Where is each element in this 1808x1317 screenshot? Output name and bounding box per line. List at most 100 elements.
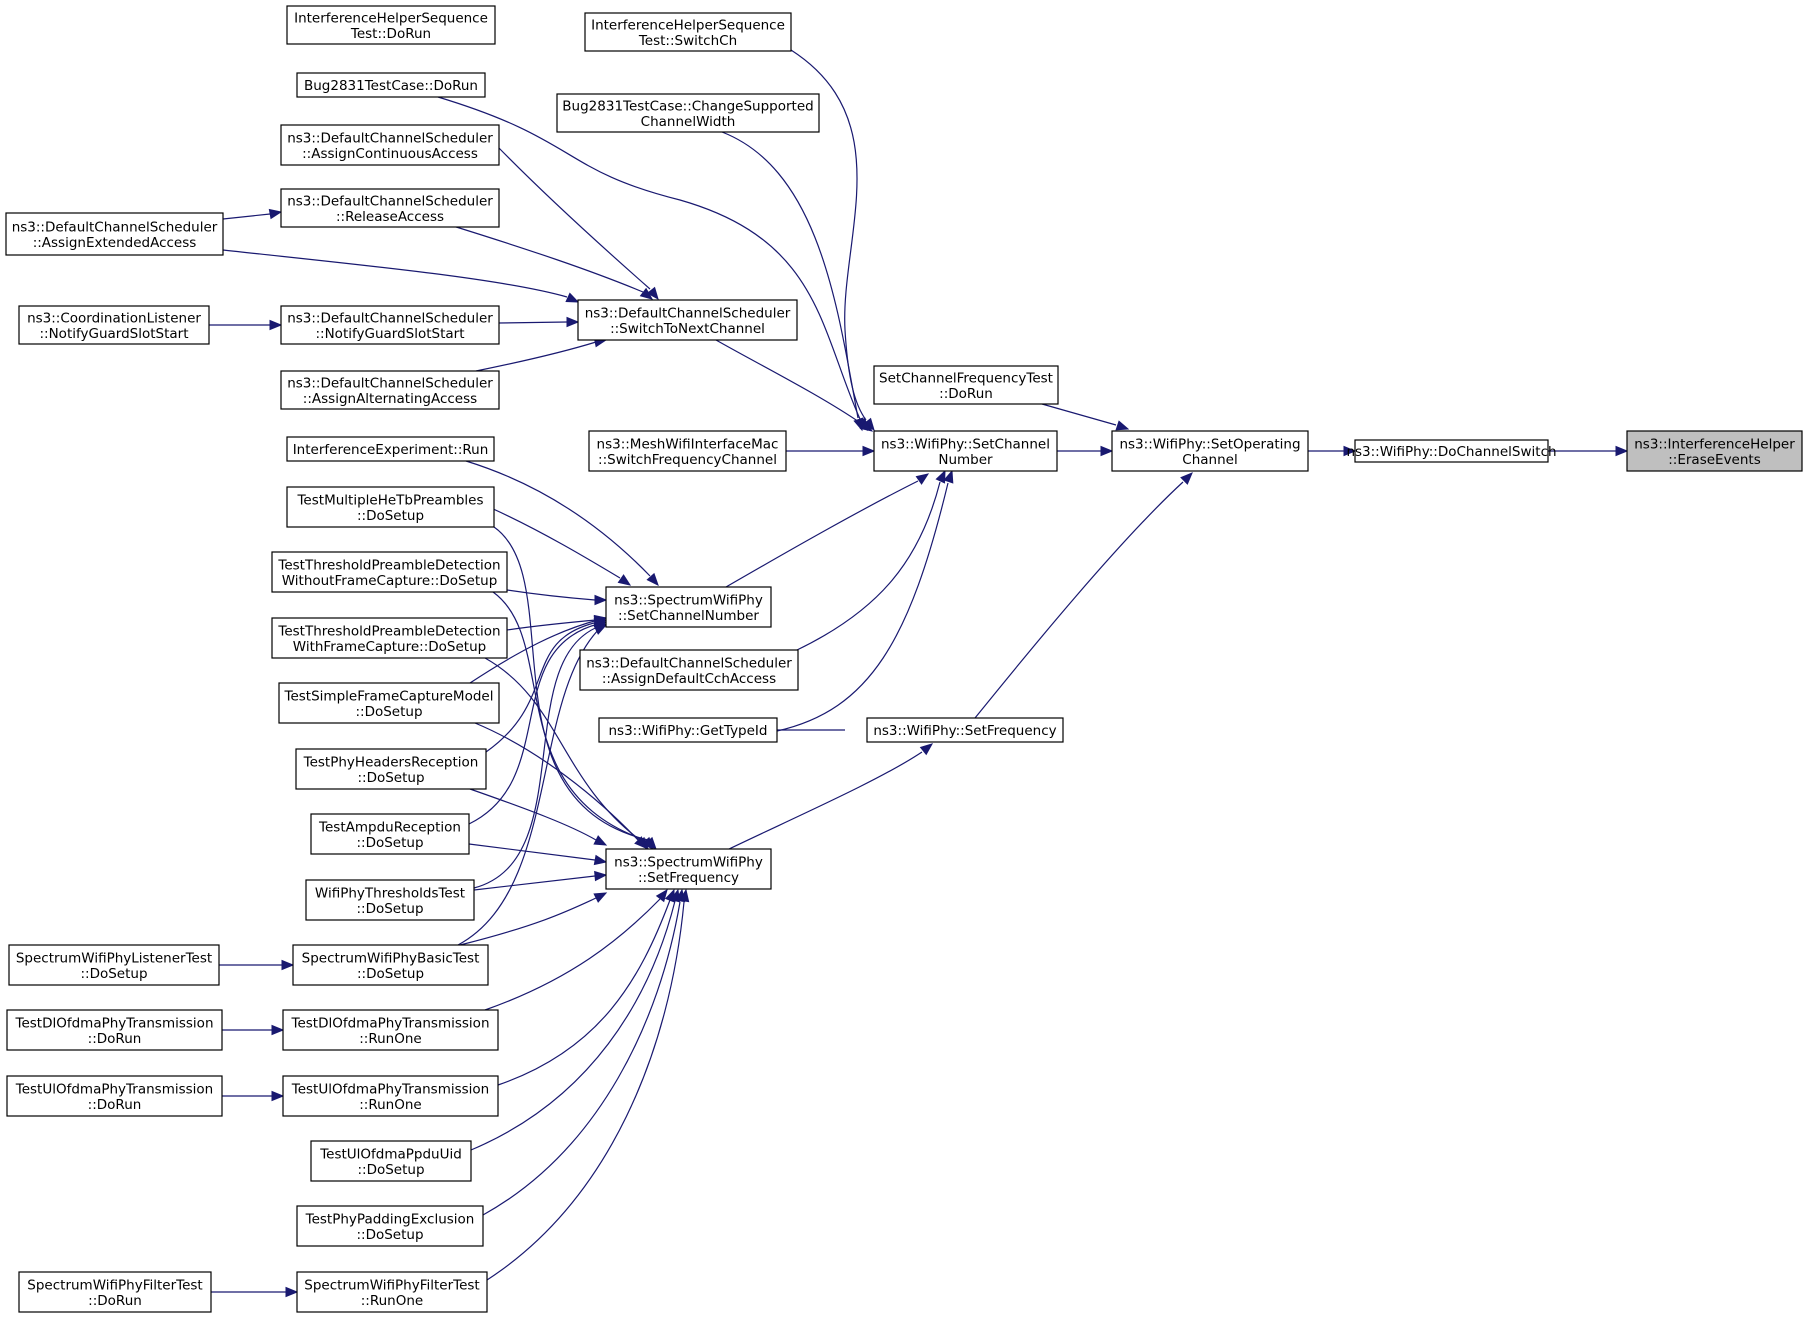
node-box [286, 486, 495, 528]
node-wpth[interactable]: WifiPhyThresholdsTest::DoSetup [305, 879, 475, 921]
node-label: ns3::DefaultChannelScheduler [287, 310, 493, 326]
arrowhead-icon [593, 624, 608, 635]
node-label: ::AssignDefaultCchAccess [602, 671, 776, 687]
edge-line [482, 901, 681, 1216]
node-tampdu[interactable]: TestAmpduReception::DoSetup [310, 813, 470, 855]
edge-tsfc-to-swp_freq [474, 722, 647, 849]
node-label: SpectrumWifiPhyFilterTest [304, 1277, 479, 1293]
edge-dcs_cont-to-dcs_next [496, 145, 659, 301]
node-erase[interactable]: ns3::InterferenceHelper::EraseEvents [1626, 430, 1803, 472]
node-label: ::DoSetup [357, 1162, 424, 1178]
node-bug_csw[interactable]: Bug2831TestCase::ChangeSupportedChannelW… [556, 93, 820, 133]
edge-scft-to-setop [1041, 403, 1130, 431]
node-tsfc[interactable]: TestSimpleFrameCaptureModel::DoSetup [278, 682, 500, 724]
node-box [873, 430, 1058, 472]
node-dcs_cont[interactable]: ns3::DefaultChannelScheduler::AssignCont… [280, 124, 500, 166]
node-swpb[interactable]: SpectrumWifiPhyBasicTest::DoSetup [292, 944, 489, 986]
node-swp_ch[interactable]: ns3::SpectrumWifiPhy::SetChannelNumber [605, 586, 772, 628]
node-box [605, 848, 772, 890]
node-box [598, 717, 778, 743]
edge-line [457, 627, 601, 946]
edge-dcs_rel-to-dcs_ext [222, 208, 283, 220]
node-bug_run[interactable]: Bug2831TestCase::DoRun [296, 72, 486, 98]
node-mesh[interactable]: ns3::MeshWifiInterfaceMac::SwitchFrequen… [588, 430, 787, 472]
node-tpad[interactable]: TestPhyPaddingExclusion::DoSetup [296, 1205, 484, 1247]
node-label: ::DoSetup [356, 835, 423, 851]
node-dcs_cch[interactable]: ns3::DefaultChannelScheduler::AssignDefa… [579, 649, 799, 691]
node-box [280, 124, 500, 166]
node-tulpid[interactable]: TestUlOfdmaPpduUid::DoSetup [310, 1140, 472, 1182]
node-setch[interactable]: ns3::WifiPhy::SetChannelNumber [873, 430, 1058, 472]
node-dcs_ext[interactable]: ns3::DefaultChannelScheduler::AssignExte… [5, 212, 224, 256]
node-label: ::DoRun [88, 1293, 142, 1309]
edge-layer [209, 49, 1629, 1298]
node-label: ::EraseEvents [1668, 452, 1761, 468]
edge-line [490, 507, 621, 579]
arrowhead-icon [566, 316, 580, 328]
node-label: TestSimpleFrameCaptureModel [284, 688, 494, 704]
edge-line [486, 901, 685, 1281]
node-box [280, 370, 500, 410]
node-dochsw[interactable]: ns3::WifiPhy::DoChannelSwitch [1346, 439, 1557, 463]
arrowhead-icon [1343, 445, 1357, 457]
node-label: ns3::DefaultChannelScheduler [12, 219, 218, 235]
node-swpf_one[interactable]: SpectrumWifiPhyFilterTest::RunOne [296, 1271, 488, 1313]
node-coord[interactable]: ns3::CoordinationListener::NotifyGuardSl… [18, 305, 210, 345]
node-label: ::SetFrequency [638, 870, 739, 886]
node-box [292, 944, 489, 986]
node-tdl_one[interactable]: TestDlOfdmaPhyTransmission::RunOne [282, 1009, 499, 1051]
node-swp_freq[interactable]: ns3::SpectrumWifiPhy::SetFrequency [605, 848, 772, 890]
node-ie_run[interactable]: InterferenceExperiment::Run [286, 436, 495, 462]
node-box [286, 436, 495, 462]
edge-line [496, 145, 651, 290]
edge-line [493, 526, 649, 841]
node-swpf_run[interactable]: SpectrumWifiPhyFilterTest::DoRun [18, 1271, 212, 1313]
node-tmhe[interactable]: TestMultipleHeTbPreambles::DoSetup [286, 486, 495, 528]
node-label: ns3::SpectrumWifiPhy [614, 592, 763, 608]
node-dcs_guard[interactable]: ns3::DefaultChannelScheduler::NotifyGuar… [280, 305, 500, 345]
node-tul_one[interactable]: TestUlOfdmaPhyTransmission::RunOne [282, 1075, 499, 1117]
node-tul_run[interactable]: TestUlOfdmaPhyTransmission::DoRun [6, 1075, 223, 1117]
node-label: TestUlOfdmaPhyTransmission [291, 1081, 489, 1097]
node-label: ns3::DefaultChannelScheduler [287, 193, 493, 209]
edge-ie_run-to-swp_ch [465, 460, 659, 586]
node-label: TestPhyPaddingExclusion [305, 1211, 475, 1227]
node-label: InterferenceHelperSequence [294, 10, 488, 26]
node-label: Bug2831TestCase::ChangeSupported [562, 98, 813, 114]
node-dcs_next[interactable]: ns3::DefaultChannelScheduler::SwitchToNe… [577, 299, 798, 341]
node-box [6, 1009, 223, 1051]
edge-swp_freq-to-setfreq [728, 743, 934, 850]
edge-line [459, 897, 597, 946]
node-setfreq[interactable]: ns3::WifiPhy::SetFrequency [866, 717, 1064, 743]
node-dcs_alt[interactable]: ns3::DefaultChannelScheduler::AssignAlte… [280, 370, 500, 410]
arrowhead-icon [285, 1286, 299, 1298]
node-tphr[interactable]: TestPhyHeadersReception::DoSetup [295, 748, 487, 790]
node-label: ::SwitchFrequencyChannel [598, 452, 777, 468]
edge-dcs_ext-to-dcs_next [222, 249, 580, 303]
node-dcs_rel[interactable]: ns3::DefaultChannelScheduler::ReleaseAcc… [280, 188, 500, 228]
node-gettype[interactable]: ns3::WifiPhy::GetTypeId [598, 717, 778, 743]
edge-tulpid-to-swp_freq [470, 888, 681, 1151]
node-tpd_wo[interactable]: TestThresholdPreambleDetectionWithoutFra… [271, 551, 508, 593]
edge-tul_one-to-swp_freq [497, 888, 675, 1086]
node-tpd_w[interactable]: TestThresholdPreambleDetectionWithFrameC… [271, 617, 508, 659]
node-scft[interactable]: SetChannelFrequencyTest::DoRun [873, 365, 1059, 405]
edge-dcs_next-to-setch [715, 339, 874, 432]
node-label: ns3::DefaultChannelScheduler [586, 655, 792, 671]
edge-line [465, 460, 651, 577]
node-box [296, 72, 486, 98]
arrowhead-icon [943, 469, 954, 484]
node-tdl_run[interactable]: TestDlOfdmaPhyTransmission::DoRun [6, 1009, 223, 1051]
node-label: ::DoSetup [356, 1227, 423, 1243]
arrowhead-icon [594, 870, 608, 882]
node-box [866, 717, 1064, 743]
node-label: ns3::InterferenceHelper [1634, 436, 1795, 452]
node-label: SpectrumWifiPhyBasicTest [302, 950, 480, 966]
node-swpl[interactable]: SpectrumWifiPhyListenerTest::DoSetup [8, 944, 220, 986]
node-label: ::SetChannelNumber [618, 608, 759, 624]
edge-tpd_w-to-swp_ch [506, 614, 608, 631]
arrowhead-icon [641, 836, 654, 850]
